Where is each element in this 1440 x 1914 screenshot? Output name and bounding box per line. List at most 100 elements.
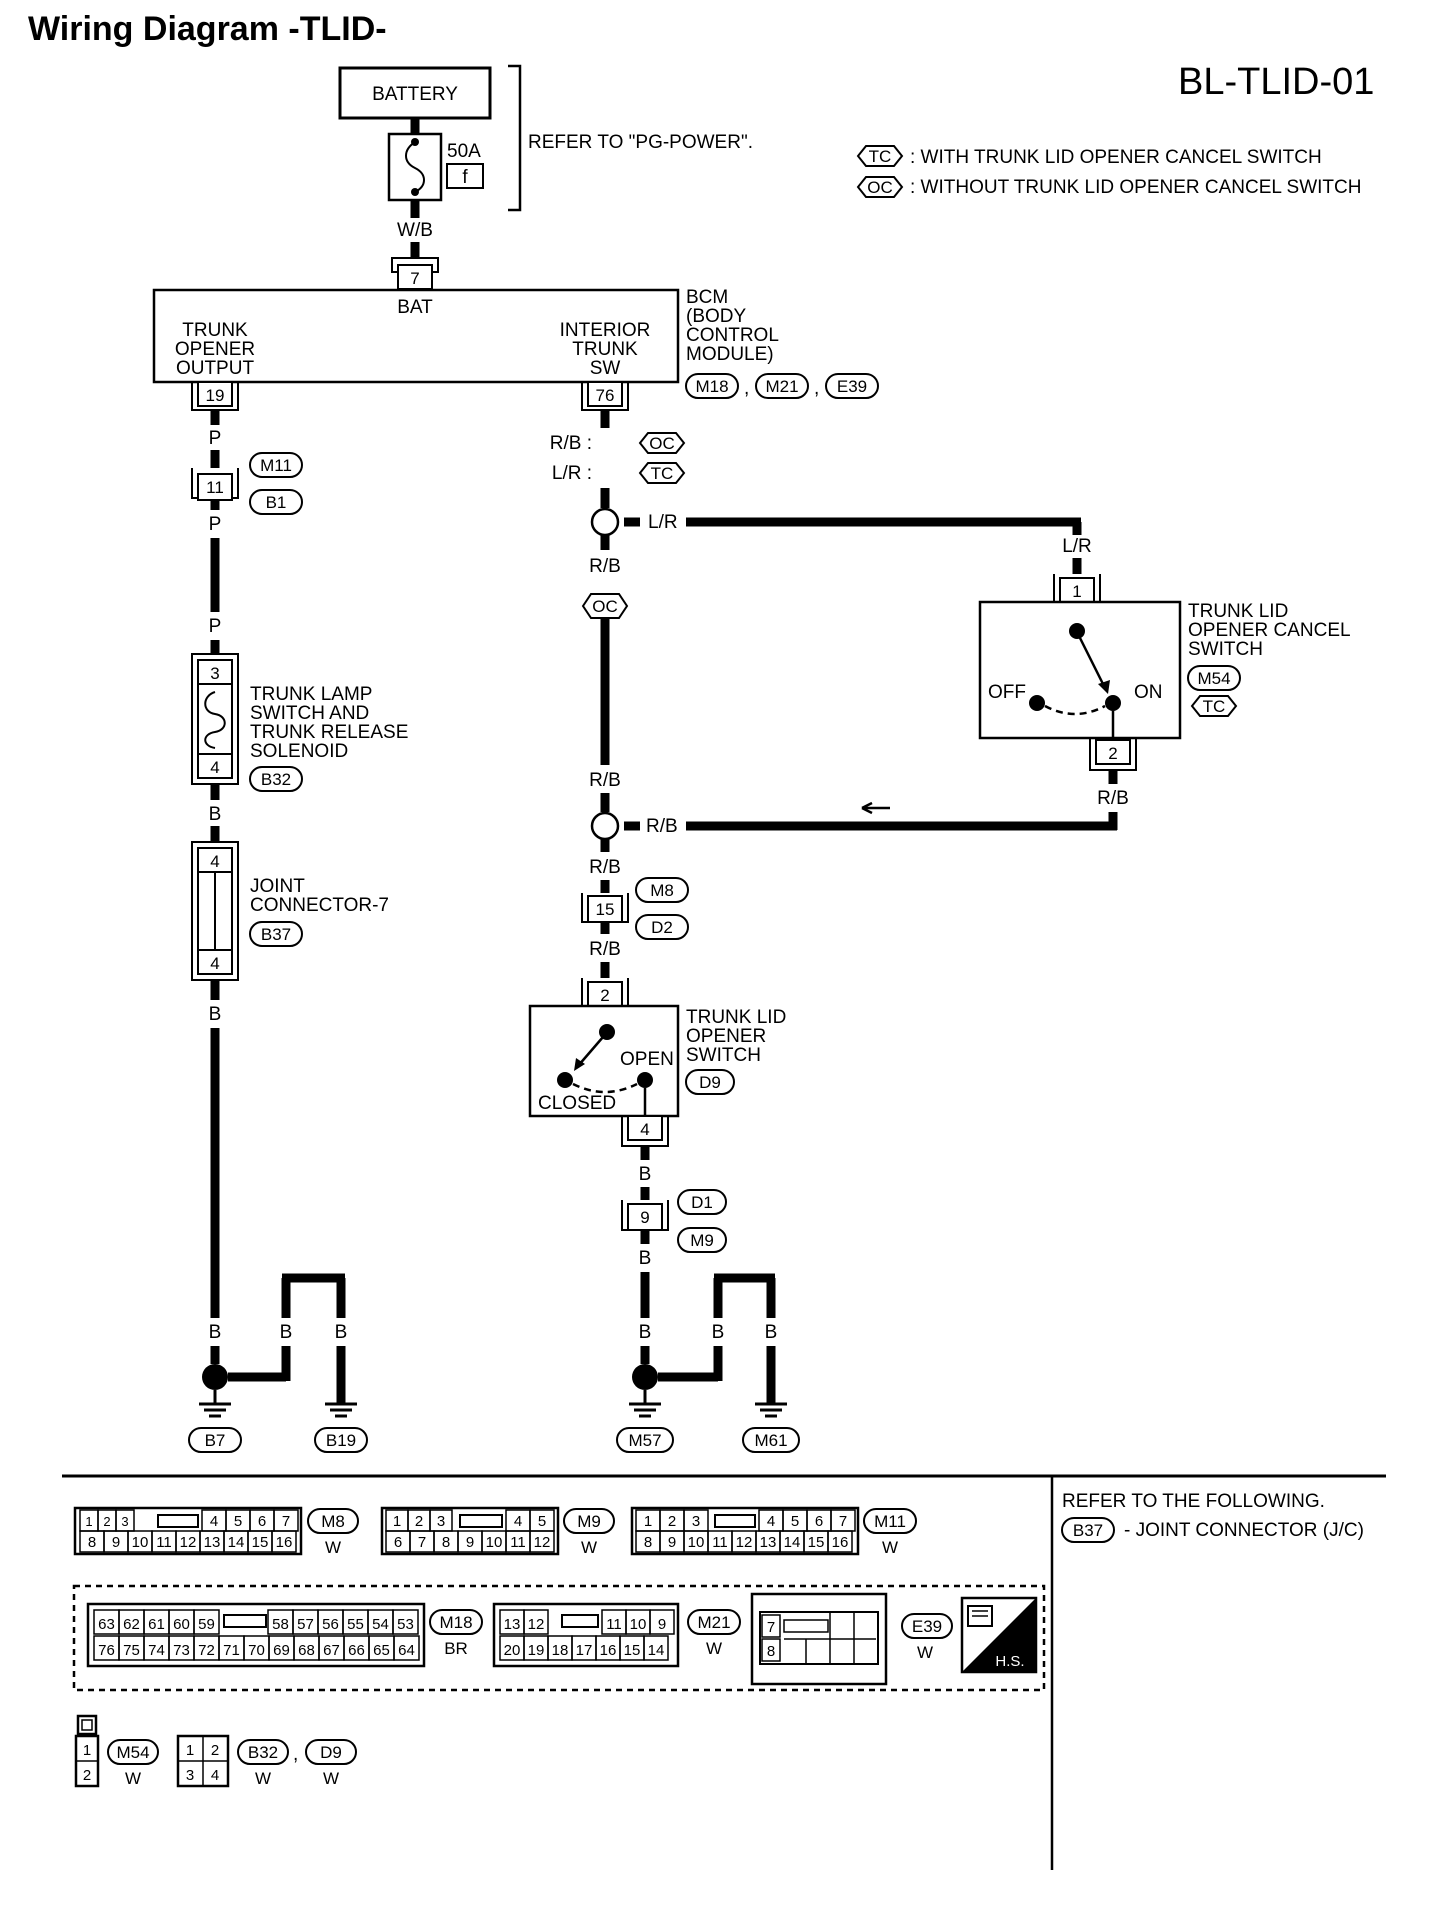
badge-m61 (742, 1427, 800, 1453)
opener-arrow-icon (574, 1058, 585, 1071)
m18-pin: 53 (397, 1616, 414, 1633)
badge-b19 (314, 1427, 368, 1453)
bcm-pin-19-box (197, 381, 233, 407)
e39-face-inner (759, 1611, 879, 1665)
m18-key (223, 1614, 267, 1628)
m9-pin: 4 (514, 1513, 522, 1530)
wire-label-b-4: B (280, 1322, 293, 1343)
bcm-pin-in: 76 (596, 386, 615, 405)
solenoid-body (197, 683, 233, 755)
badge-b7 (188, 1427, 242, 1453)
fuse-node-bottom (411, 188, 419, 196)
m8-pin: 2 (103, 1514, 110, 1529)
m21-pin: 18 (552, 1642, 569, 1659)
m11-face-color: W (882, 1538, 898, 1557)
m8-pin: 15 (252, 1534, 269, 1551)
m18-pin: 62 (123, 1616, 140, 1633)
wire-label-b-6: B (639, 1164, 652, 1185)
opener-switch-box (528, 1004, 680, 1118)
m21-cell (649, 1609, 675, 1635)
m11-pin: 5 (791, 1513, 799, 1530)
m21-pin: 17 (576, 1642, 593, 1659)
m18-pin: 60 (173, 1616, 190, 1633)
cancel-arrow-icon (1098, 680, 1110, 694)
solenoid-label-1: TRUNK LAMP (250, 684, 372, 705)
ground-icon-b19 (325, 1402, 357, 1418)
badge-m8-label: M8 (650, 881, 674, 900)
badge-m9-label: M9 (690, 1231, 714, 1250)
d9-face-badge (305, 1739, 357, 1765)
badge-m11 (249, 452, 303, 478)
legend-oc-text: : WITHOUT TRUNK LID OPENER CANCEL SWITCH (910, 177, 1361, 198)
cancel-pin-bot: 2 (1108, 744, 1117, 763)
m8-pin: 12 (180, 1534, 197, 1551)
m8-face-id: M8 (321, 1512, 345, 1531)
badge-e39-label: E39 (837, 377, 867, 396)
m18-pin: 74 (148, 1642, 165, 1659)
bcm-bat-pin-box (397, 264, 433, 290)
ground-node-mid (632, 1364, 658, 1390)
m9-pin: 6 (394, 1534, 402, 1551)
opener-label-1: TRUNK LID (686, 1007, 786, 1028)
ground-icon-b7 (199, 1402, 231, 1418)
m8-pin: 6 (258, 1513, 266, 1530)
hs-triangle (962, 1598, 1036, 1672)
m11-face-frame (630, 1506, 860, 1556)
opener-pin-bot: 4 (640, 1120, 649, 1139)
m54-pin-1: 1 (83, 1742, 91, 1759)
bcm-pin-out: 19 (206, 386, 225, 405)
badge-sep-2: , (814, 378, 819, 399)
fuse-id: f (462, 167, 468, 188)
battery-block: BATTERY 50A f REFER TO "PG-POWER". W/B (338, 64, 753, 258)
bcm-connector-group (72, 1584, 1046, 1692)
cancel-off-label: OFF (988, 682, 1026, 703)
wire-label-b-3: B (209, 1322, 222, 1343)
d9-face-id: D9 (320, 1743, 342, 1762)
b32-pin-1: 1 (186, 1742, 194, 1759)
cancel-pin-top: 1 (1072, 582, 1081, 601)
m18-cell (193, 1609, 220, 1635)
m18-cell (392, 1609, 419, 1635)
wire-label-lr-tc: L/R : (552, 463, 592, 484)
cancel-dash-arc (1044, 704, 1106, 716)
bcm-in-label-1: INTERIOR (560, 320, 651, 341)
badge-b1-label: B1 (266, 493, 287, 512)
b32-pin-3: 3 (186, 1767, 194, 1784)
b32-face-color: W (255, 1769, 271, 1788)
m54-face-color: W (125, 1769, 141, 1788)
tc-tag-1: TC (651, 464, 674, 483)
cancel-off-node (1029, 695, 1045, 711)
m9-face-id: M9 (577, 1512, 601, 1531)
m9-pin: 9 (466, 1534, 474, 1551)
connector-face-e39: 7 8 E39 W (750, 1592, 953, 1686)
ground-b19-label: B19 (326, 1431, 356, 1450)
middle-branch: R/B : OC L/R : TC L/R L/R R/B OC R/B R/B… (528, 410, 1129, 1453)
wire-label-rb-2: R/B (589, 770, 621, 791)
m18-cell (393, 1635, 420, 1661)
m21-pin: 11 (606, 1616, 622, 1633)
e39-cell-8 (761, 1638, 781, 1662)
badge-m18 (685, 373, 739, 399)
wire-label-wb: W/B (397, 220, 433, 241)
e39-pin-7: 7 (767, 1619, 775, 1636)
oc-tag-1: OC (649, 434, 675, 453)
bcm-pin-76-box (587, 381, 623, 407)
e39-pin-8: 8 (767, 1643, 775, 1660)
m9-face-frame (380, 1506, 560, 1556)
bcm-in-label-2: TRUNK (572, 339, 638, 360)
m21-cell (643, 1635, 669, 1661)
b32-pin-2: 2 (211, 1742, 219, 1759)
cancel-pin-bot-box (1095, 739, 1131, 765)
badge-m21-label: M21 (765, 377, 798, 396)
m8-pin: 10 (132, 1534, 149, 1551)
ground-m61-label: M61 (754, 1431, 787, 1450)
cancel-on-node (1105, 695, 1121, 711)
hs-connector-glyph (967, 1605, 993, 1627)
